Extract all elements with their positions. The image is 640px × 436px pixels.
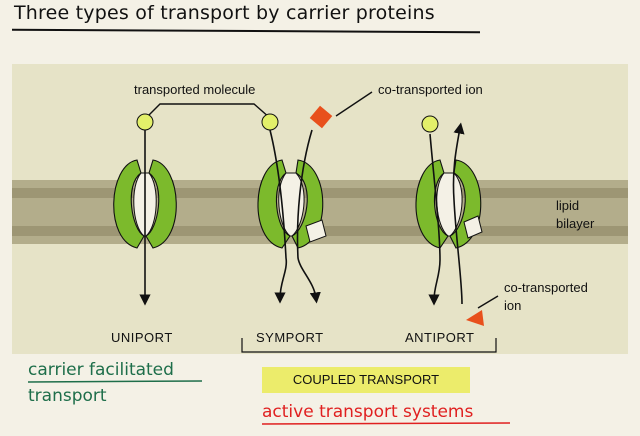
molecule-antiport bbox=[421, 115, 439, 133]
symport-carrier-protein bbox=[257, 159, 327, 249]
green-underline bbox=[27, 380, 203, 383]
co-transported-ion-top-label: co-transported ion bbox=[378, 82, 483, 97]
antiport-arrow-ion bbox=[452, 122, 465, 305]
molecule-leader-line bbox=[145, 103, 271, 119]
ion-leader-line bbox=[335, 91, 373, 117]
bottom-ion-leader-line bbox=[477, 295, 499, 309]
uniport-label: UNIPORT bbox=[111, 330, 173, 345]
co-transported-ion-bottom-label-line2: ion bbox=[504, 298, 522, 313]
transported-molecule-label: transported molecule bbox=[134, 82, 256, 97]
active-transport-note: active transport systems bbox=[262, 402, 474, 422]
symport-label: SYMPORT bbox=[256, 330, 324, 345]
molecule-symport bbox=[261, 113, 279, 131]
red-underline bbox=[261, 422, 511, 425]
co-transported-ion-bottom-label-line1: co-transported bbox=[504, 280, 588, 295]
symport-arrow-molecule bbox=[269, 129, 288, 304]
symport-arrow-ion bbox=[296, 129, 321, 304]
antiport-carrier-protein bbox=[415, 159, 483, 249]
bilayer-label: bilayer bbox=[556, 216, 595, 231]
carrier-facilitated-note: carrier facilitated bbox=[28, 360, 174, 380]
transport-note: transport bbox=[28, 386, 107, 406]
page-title: Three types of transport by carrier prot… bbox=[14, 2, 435, 24]
co-transported-ion-top bbox=[309, 105, 333, 129]
coupled-bracket bbox=[241, 338, 497, 353]
coupled-transport-label: COUPLED TRANSPORT bbox=[262, 367, 470, 393]
antiport-label: ANTIPORT bbox=[405, 330, 475, 345]
molecule-uniport bbox=[136, 113, 154, 131]
co-transported-ion-bottom bbox=[466, 310, 484, 326]
lipid-label: lipid bbox=[556, 198, 580, 213]
antiport-arrow-molecule bbox=[428, 133, 441, 306]
